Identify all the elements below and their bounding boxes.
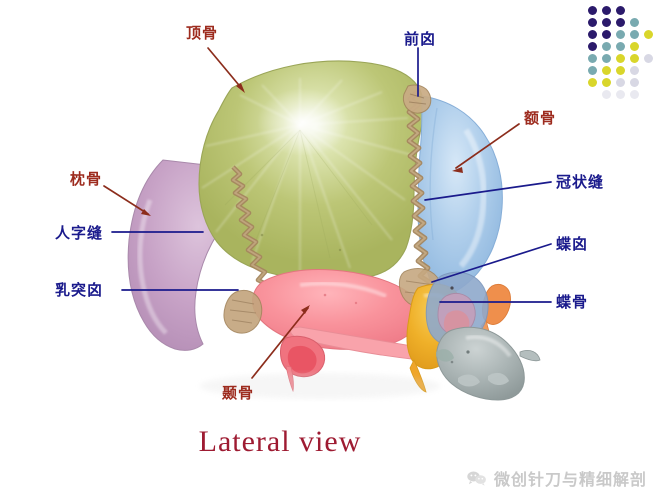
grid-dot	[616, 30, 625, 39]
grid-dot	[588, 54, 597, 63]
grid-dot	[588, 42, 597, 51]
grid-dot	[630, 18, 639, 27]
wechat-logo-icon	[467, 471, 486, 486]
mastoid-fontanelle-region	[223, 289, 263, 334]
anterior-fontanelle-region	[402, 84, 432, 114]
grid-dot	[602, 66, 611, 75]
grid-dot	[630, 30, 639, 39]
grid-dot	[630, 78, 639, 87]
grid-dot	[616, 66, 625, 75]
grid-dot	[588, 18, 597, 27]
label-parietal-bone: 顶骨	[186, 24, 219, 42]
facial-bones-region	[436, 326, 541, 401]
label-sphenoidal-fontanelle: 蝶囟	[556, 235, 589, 253]
grid-dot	[630, 42, 639, 51]
grid-dot	[616, 90, 625, 99]
watermark: 微创针刀与精细解剖	[466, 466, 647, 490]
frontal-bone-region	[417, 95, 503, 299]
grid-dot	[602, 6, 611, 15]
grid-dot	[602, 30, 611, 39]
figure-caption: Lateral view	[198, 425, 362, 458]
grid-dot	[602, 90, 611, 99]
grid-dot	[602, 42, 611, 51]
grid-dot	[588, 30, 597, 39]
grid-dot	[602, 54, 611, 63]
label-lambdoid-suture: 人字缝	[55, 224, 104, 242]
grid-dot	[616, 18, 625, 27]
grid-dot	[616, 54, 625, 63]
grid-dot	[602, 78, 611, 87]
grid-dot	[616, 42, 625, 51]
grid-dot	[644, 54, 653, 63]
decorative-dot-grid	[588, 6, 664, 106]
label-sphenoid-bone: 蝶骨	[556, 293, 589, 311]
grid-dot	[630, 90, 639, 99]
grid-dot	[588, 6, 597, 15]
watermark-text: 微创针刀与精细解剖	[494, 470, 648, 489]
grid-dot	[616, 6, 625, 15]
label-anterior-fontanelle: 前囟	[404, 30, 437, 48]
grid-dot	[588, 78, 597, 87]
label-temporal-bone: 颞骨	[222, 384, 255, 402]
grid-dot	[644, 30, 653, 39]
leader-lines	[103, 47, 552, 379]
grid-dot	[630, 54, 639, 63]
label-frontal-bone: 额骨	[524, 109, 557, 127]
parietal-bone-region	[198, 60, 424, 281]
grid-dot	[588, 66, 597, 75]
grid-dot	[616, 78, 625, 87]
label-occipital-bone: 枕骨	[70, 170, 103, 188]
label-mastoid-fontanelle: 乳突囟	[55, 281, 104, 299]
label-coronal-suture: 冠状缝	[556, 173, 605, 191]
grid-dot	[630, 66, 639, 75]
grid-dot	[602, 18, 611, 27]
